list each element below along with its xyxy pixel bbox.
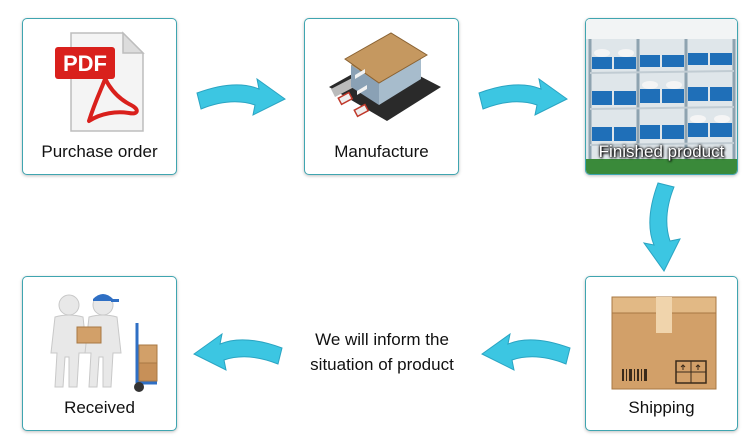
arrow-right-icon <box>196 77 286 116</box>
step-received: Received <box>22 276 177 431</box>
step-manufacture: Manufacture <box>304 18 459 175</box>
arrow-left-icon <box>193 332 283 371</box>
status-note: We will inform the situation of product <box>290 327 474 377</box>
step-label-received: Received <box>64 398 135 417</box>
step-finished-product: Finished product <box>585 18 738 175</box>
pdf-document-icon: PDF <box>55 31 145 132</box>
step-label-finished-product: Finished product <box>598 142 725 161</box>
delivery-people-icon <box>50 294 158 392</box>
step-label-purchase-order: Purchase order <box>41 142 158 161</box>
arrow-left-icon <box>481 332 571 371</box>
factory-building-icon <box>329 32 441 121</box>
step-label-shipping: Shipping <box>628 398 695 417</box>
cardboard-box-icon <box>611 296 717 390</box>
status-note-line1: We will inform the <box>315 330 449 349</box>
step-shipping: Shipping <box>585 276 738 431</box>
status-note-line2: situation of product <box>310 355 454 374</box>
arrow-right-icon <box>478 77 568 116</box>
warehouse-shelves-photo <box>586 19 737 174</box>
step-purchase-order: PDF Purchase order <box>22 18 177 175</box>
pdf-badge-text: PDF <box>63 51 107 76</box>
arrow-down-icon <box>642 182 681 272</box>
step-label-manufacture: Manufacture <box>334 142 429 161</box>
